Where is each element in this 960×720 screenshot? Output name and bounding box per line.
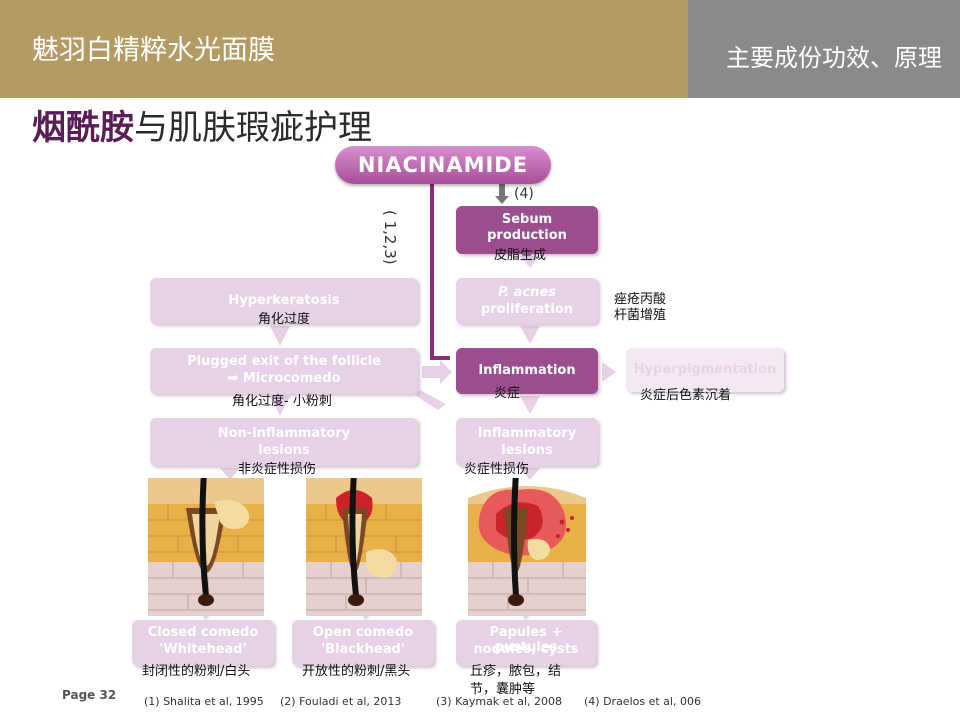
box-hyperkeratosis: Hyperkeratosis <box>150 278 418 324</box>
box-inflammatory-lesions: Inflammatory lesions <box>456 418 598 466</box>
header-right-title: 主要成份功效、原理 <box>726 44 942 72</box>
closed-label-1: Closed comedo <box>147 625 259 640</box>
pacnes-label-2: proliferation <box>480 302 574 317</box>
slide-title: 烟酰胺与肌肤瑕疵护理 <box>32 100 372 149</box>
inflesion-label-1: Inflammatory <box>477 426 577 441</box>
inflesion-zh: 炎症性损伤 <box>464 462 530 477</box>
box-inflammation: Inflammation <box>456 348 598 394</box>
plugged-label-2: ➡ Microcomedo <box>227 371 341 386</box>
box-plugged-follicle: Plugged exit of the follicle ➡ Microcome… <box>150 348 418 394</box>
skin-inflammatory-illustration <box>468 478 586 616</box>
box-papules: Papules + pustules nodules, cysts <box>456 620 596 666</box>
inflam-zh: 炎症 <box>494 386 521 401</box>
niacinamide-pill: NIACINAMIDE <box>335 146 551 184</box>
sebum-label: Sebum production <box>487 212 567 243</box>
inflesion-label-2: lesions <box>501 443 553 458</box>
page-number: Page 32 <box>62 688 117 702</box>
reference-2: (2) Fouladi et al, 2013 <box>280 695 402 708</box>
box-open-comedo: Open comedo 'Blackhead' <box>292 620 434 666</box>
pacnes-label-1: P. acnes <box>498 285 556 300</box>
header-right: 主要成份功效、原理 <box>688 0 960 98</box>
papules-label-1: Papules + pustules <box>489 625 563 655</box>
pacnes-zh-1: 痤疮丙酸 <box>614 292 667 307</box>
open-label-2: 'Blackhead' <box>321 642 405 657</box>
reference-4: (4) Draelos et al, 006 <box>584 695 701 708</box>
box-noninflammatory: Non-inflammatory lesions <box>150 418 418 466</box>
papules-zh-2: 节，囊肿等 <box>470 682 536 697</box>
sebum-zh: 皮脂生成 <box>494 248 547 263</box>
skin-closed-comedo-illustration <box>148 478 264 616</box>
pacnes-zh-2: 杆菌增殖 <box>614 308 667 323</box>
papules-zh-1: 丘疹，脓包，结 <box>470 664 562 679</box>
slide-title-rest: 与肌肤瑕疵护理 <box>134 108 372 148</box>
papules-label-2: nodules, cysts <box>473 642 579 657</box>
closed-zh: 封闭性的粉刺/白头 <box>142 664 251 679</box>
hyperk-label: Hyperkeratosis <box>228 293 340 308</box>
reference-3: (3) Kaymak et al, 2008 <box>436 695 563 708</box>
hyperpig-label: Hyperpigmentation <box>633 362 777 377</box>
box-closed-comedo: Closed comedo 'Whitehead' <box>132 620 274 666</box>
plugged-zh: 角化过度- 小粉刺 <box>232 394 332 409</box>
label-ref-4: (4) <box>514 186 534 202</box>
noninf-label-1: Non-inflammatory <box>217 426 351 441</box>
reference-1: (1) Shalita et al, 1995 <box>144 695 264 708</box>
hyperpig-zh: 炎症后色素沉着 <box>640 388 732 403</box>
noninf-zh: 非炎症性损伤 <box>238 462 317 477</box>
open-label-1: Open comedo <box>312 625 414 640</box>
slide-title-bold: 烟酰胺 <box>32 108 134 148</box>
header-left: 魅羽白精粹水光面膜 <box>0 0 688 98</box>
plugged-label-1: Plugged exit of the follicle <box>187 354 381 369</box>
hyperk-zh: 角化过度 <box>258 312 311 327</box>
box-pacnes: P. acnes proliferation <box>456 278 598 324</box>
closed-label-2: 'Whitehead' <box>159 642 247 657</box>
box-hyperpigmentation: Hyperpigmentation <box>626 348 784 392</box>
label-ref-123: ( 1,2,3) <box>381 210 399 265</box>
inflam-label: Inflammation <box>478 363 576 378</box>
skin-open-comedo-illustration <box>306 478 422 616</box>
noninf-label-2: lesions <box>258 443 310 458</box>
open-zh: 开放性的粉刺/黑头 <box>302 664 411 679</box>
header-left-title: 魅羽白精粹水光面膜 <box>32 35 275 66</box>
box-sebum-production: Sebum production <box>456 206 598 254</box>
